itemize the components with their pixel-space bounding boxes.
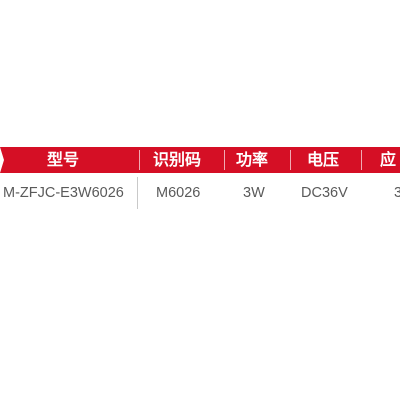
header-partial: 应 (380, 150, 397, 169)
cell-code: M6026 (156, 185, 201, 201)
cell-voltage: DC36V (301, 185, 348, 201)
header-model: 型号 (47, 150, 80, 169)
header-divider (224, 150, 225, 170)
header-voltage: 电压 (307, 150, 340, 169)
header-power: 功率 (236, 150, 269, 169)
table-header-row: 型号 识别码 功率 电压 应 (0, 147, 400, 173)
spec-table: 型号 识别码 功率 电压 应 M-ZFJC-E3W6026 M6026 3W D… (0, 147, 400, 213)
cell-model: M-ZFJC-E3W6026 (3, 185, 124, 201)
header-background (0, 147, 400, 173)
cell-power: 3W (243, 185, 265, 201)
header-divider (290, 150, 291, 170)
table-row: M-ZFJC-E3W6026 M6026 3W DC36V 3 (0, 173, 400, 213)
row-divider (137, 177, 138, 209)
header-divider (139, 150, 140, 170)
header-code: 识别码 (153, 150, 202, 169)
header-divider (361, 150, 362, 170)
cell-partial: 3 (394, 185, 400, 201)
